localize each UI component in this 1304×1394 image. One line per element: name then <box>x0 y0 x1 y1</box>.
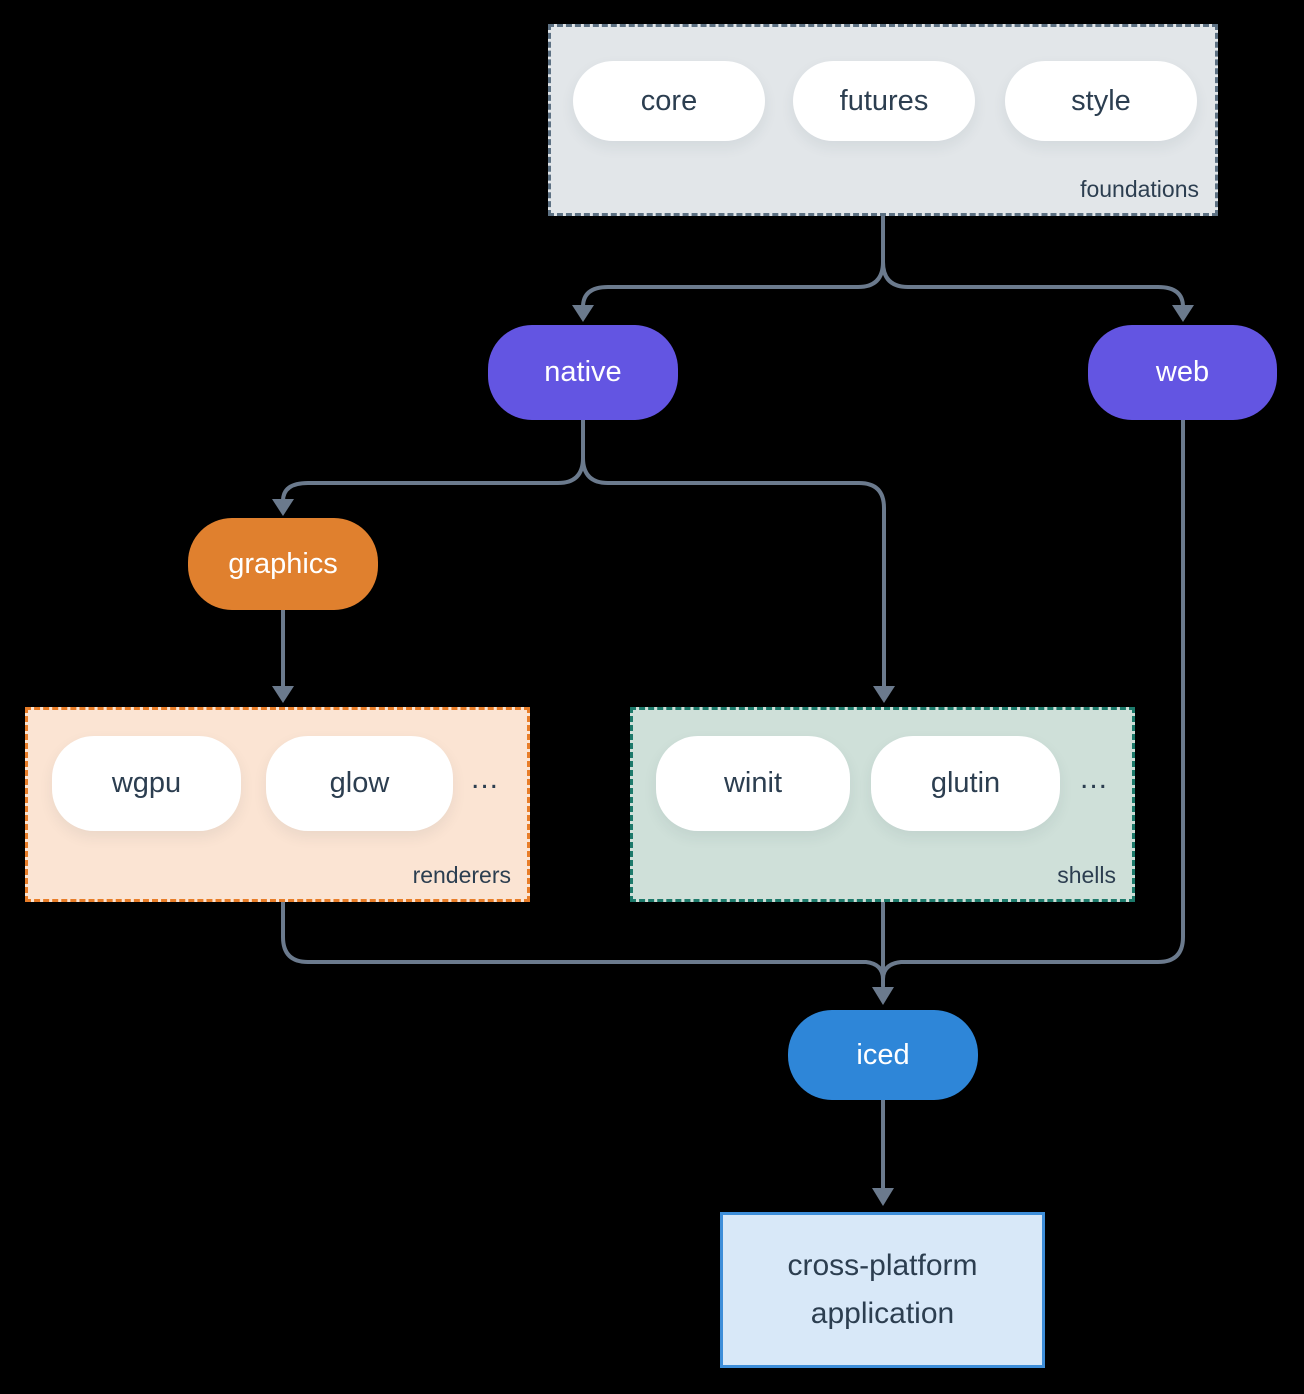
pill-glow-label: glow <box>329 767 390 799</box>
pill-winit-label: winit <box>723 767 782 799</box>
pill-style: style <box>1005 61 1197 141</box>
node-native-label: native <box>544 356 622 388</box>
node-graphics-label: graphics <box>228 547 338 580</box>
group-foundations-label: foundations <box>1080 176 1199 202</box>
pill-wgpu-label: wgpu <box>111 767 182 799</box>
pill-core: core <box>573 61 765 141</box>
arrowhead-application <box>872 1188 894 1206</box>
node-graphics: graphics <box>188 518 378 610</box>
group-foundations: core futures style foundations <box>548 24 1218 216</box>
edge-native-graphics <box>281 418 585 503</box>
arrowhead-iced <box>872 987 894 1005</box>
pill-glutin-label: glutin <box>930 767 1001 799</box>
pill-glow: glow <box>266 736 453 831</box>
group-shells: winit glutin ... shells <box>630 707 1135 902</box>
pill-core-label: core <box>640 84 698 117</box>
edge-foundations-native <box>581 214 885 309</box>
pill-wgpu: wgpu <box>52 736 241 831</box>
group-renderers-label: renderers <box>412 862 511 888</box>
arrowhead-shells <box>873 686 895 703</box>
renderers-ellipsis: ... <box>471 762 500 795</box>
arrowhead-web <box>1172 305 1194 322</box>
pill-winit: winit <box>656 736 850 831</box>
node-web: web <box>1088 325 1277 420</box>
application-line2: application <box>810 1297 955 1330</box>
edge-web-iced <box>881 418 1185 981</box>
shells-ellipsis: ... <box>1080 762 1109 795</box>
arrowhead-graphics <box>272 499 294 516</box>
group-shells-label: shells <box>1057 862 1116 888</box>
arrowhead-renderers <box>272 686 294 703</box>
pill-glutin: glutin <box>871 736 1060 831</box>
node-native: native <box>488 325 678 420</box>
application-line1: cross-platform <box>787 1249 978 1282</box>
pill-futures: futures <box>793 61 975 141</box>
edge-native-shells <box>581 418 886 688</box>
node-iced-label: iced <box>856 1038 910 1071</box>
pill-style-label: style <box>1071 84 1131 117</box>
group-renderers: wgpu glow ... renderers <box>25 707 530 902</box>
edge-foundations-web <box>881 214 1185 309</box>
node-web-label: web <box>1155 356 1210 388</box>
arrowhead-native <box>572 305 594 322</box>
node-iced: iced <box>788 1010 978 1100</box>
edge-renderers-iced <box>281 900 885 981</box>
application-box: cross-platform application <box>720 1212 1045 1368</box>
pill-futures-label: futures <box>839 84 929 117</box>
